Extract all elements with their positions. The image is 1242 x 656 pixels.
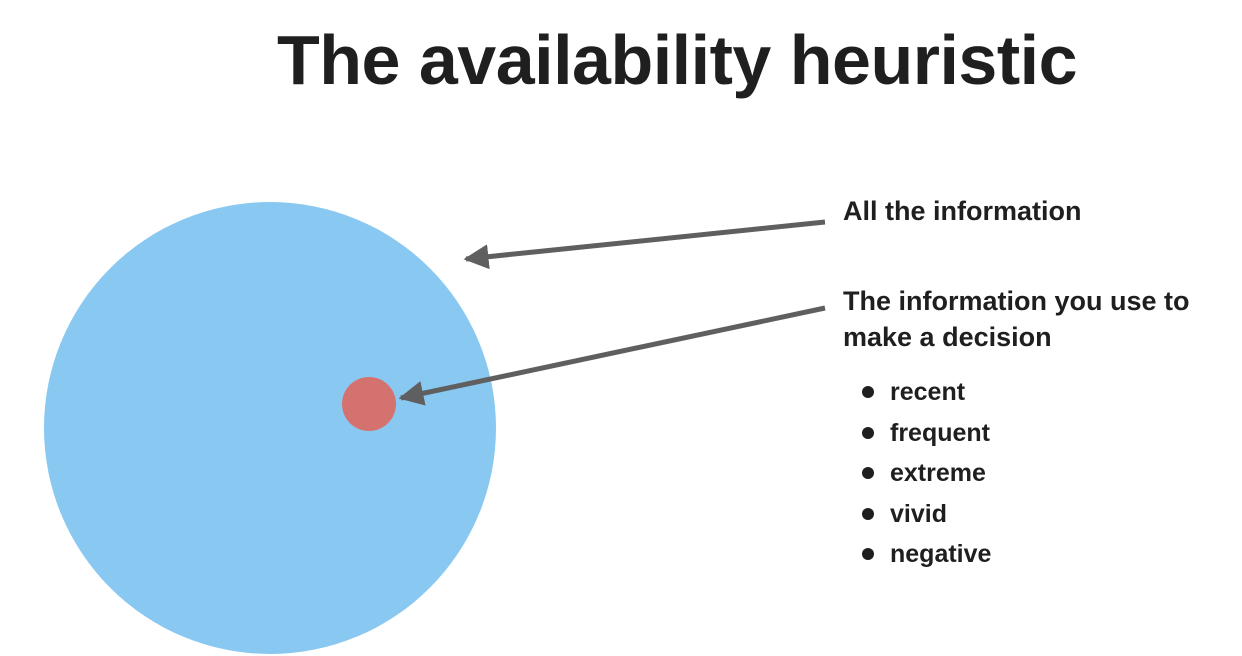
bullet-item: negative xyxy=(860,534,991,575)
bullet-dot-icon xyxy=(862,426,874,439)
arrow-used-information xyxy=(398,305,826,406)
bullet-text: vivid xyxy=(890,499,947,528)
slide-title: The availability heuristic xyxy=(276,21,1078,99)
bullet-dot-icon xyxy=(862,467,874,479)
bullet-text: frequent xyxy=(890,418,990,447)
bullet-item: extreme xyxy=(860,453,991,494)
bullet-item: frequent xyxy=(860,413,991,454)
bullet-dot-icon xyxy=(862,386,874,398)
label-used-information: The information you use to make a decisi… xyxy=(843,286,1190,353)
used-information-circle xyxy=(342,377,396,431)
label-all-information: All the information xyxy=(843,196,1082,226)
bullet-item: recent xyxy=(860,372,991,413)
bullet-list: recent frequent extreme vivid negative xyxy=(860,372,991,575)
bullet-item: vivid xyxy=(860,494,991,535)
bullet-text: recent xyxy=(890,378,966,406)
arrow-all-information xyxy=(463,219,826,270)
bullet-dot-icon xyxy=(862,548,874,560)
bullet-text: extreme xyxy=(890,459,986,487)
all-information-circle xyxy=(44,202,496,654)
bullet-text: negative xyxy=(890,540,992,568)
bullet-dot-icon xyxy=(862,507,874,520)
